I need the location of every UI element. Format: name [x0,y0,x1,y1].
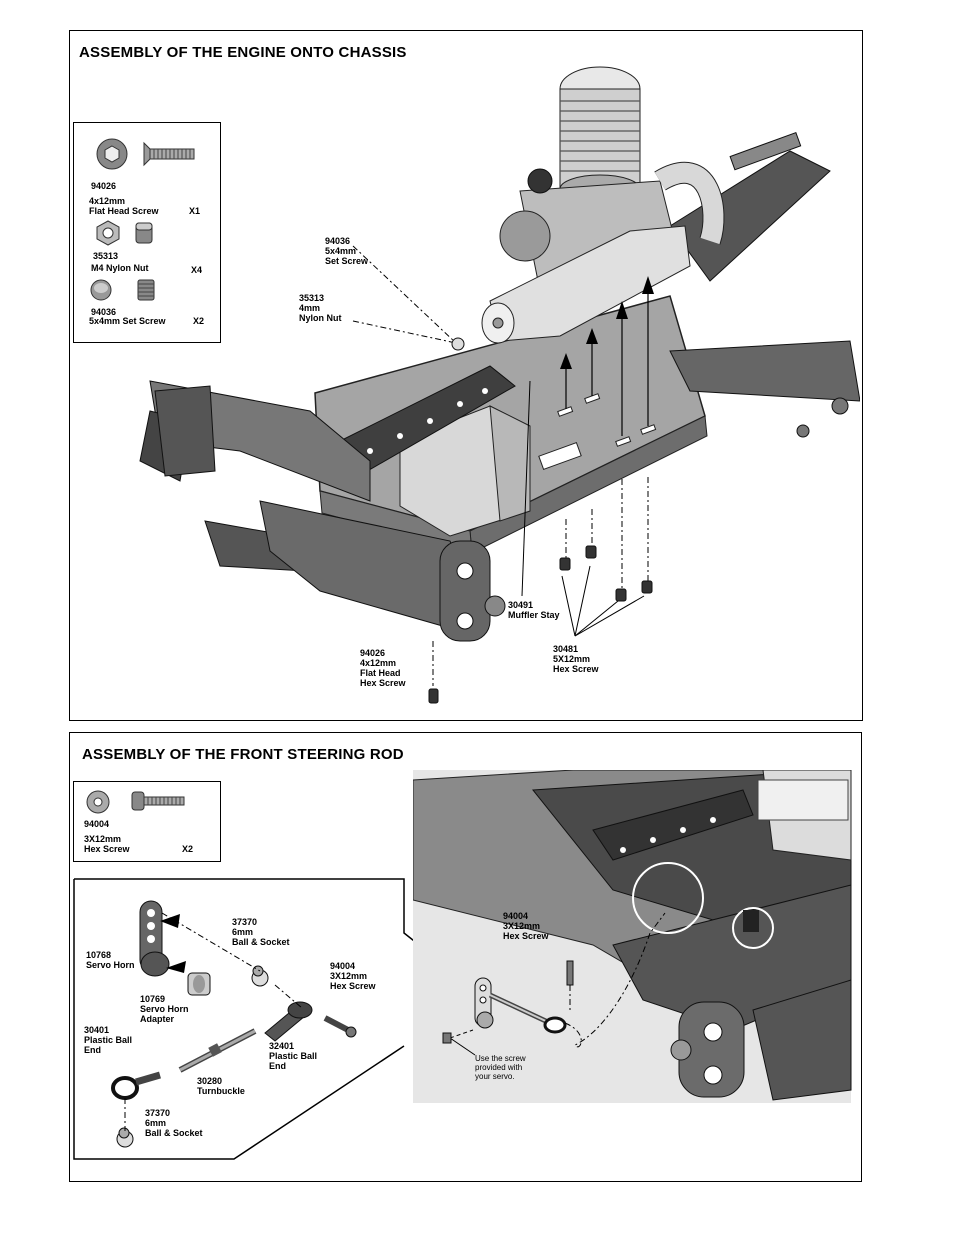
part-code: 94036 [91,307,117,317]
callout-servo-horn: 10768 Servo Horn [86,950,135,970]
callout-set-screw: 94036 5x4mm Set Screw [325,236,369,266]
part-name: 5x4mm Set Screw [89,316,166,326]
callout-ball-socket-bottom: 37370 6mm Ball & Socket [145,1108,203,1138]
callout-flat-head-hex-screw: 94026 4x12mm Flat Head Hex Screw [360,648,406,688]
part-name: 3X12mm Hex Screw [84,834,130,854]
part-qty: X2 [182,844,194,854]
callout-turnbuckle: 30280 Turnbuckle [197,1076,245,1096]
steering-parts-illustration [111,900,666,1148]
callout-hex-screw: 30481 5X12mm Hex Screw [553,644,599,674]
part-qty: X4 [191,265,203,275]
part-code: 94026 [91,181,117,191]
set-screw-icon [90,279,155,301]
callout-plastic-ball-end-left: 30401 Plastic Ball End [84,1025,133,1055]
parts-box: 94004 3X12mm Hex Screw X2 [73,781,221,862]
section-title: ASSEMBLY OF THE FRONT STEERING ROD [82,746,404,763]
callout-ball-socket-top: 37370 6mm Ball & Socket [232,917,290,947]
part-code: 94004 [84,819,110,829]
chassis-front-illustration [413,770,852,1103]
servo-screw-note: Use the screw provided with your servo. [475,1054,526,1081]
steering-rod-panel: ASSEMBLY OF THE FRONT STEERING ROD 94004… [69,732,862,1182]
nylon-nut-icon [96,220,153,246]
flat-head-screw-icon [96,138,195,170]
part-code: 35313 [93,251,119,261]
part-name: 4x12mm Flat Head Screw [89,196,159,216]
part-qty: X2 [193,316,205,326]
callout-hex-screw: 94004 3X12mm Hex Screw [330,961,376,991]
callout-plastic-ball-end-right: 32401 Plastic Ball End [269,1041,318,1071]
part-name: M4 Nylon Nut [91,263,149,273]
callout-hex-screw-right: 94004 3X12mm Hex Screw [503,911,549,941]
part-qty: X1 [189,206,201,216]
callout-nylon-nut: 35313 4mm Nylon Nut [299,293,342,323]
chassis-engine-illustration [139,66,860,704]
engine-assembly-panel: ASSEMBLY OF THE ENGINE ONTO CHASSIS 9402… [69,30,863,721]
section-title: ASSEMBLY OF THE ENGINE ONTO CHASSIS [79,44,407,61]
hex-screw-icon [86,790,185,814]
callout-muffler-stay: 30491 Muffler Stay [508,600,560,620]
callout-servo-horn-adapter: 10769 Servo Horn Adapter [140,994,189,1024]
parts-box: 94026 4x12mm Flat Head Screw X1 35313 M4… [73,122,221,343]
